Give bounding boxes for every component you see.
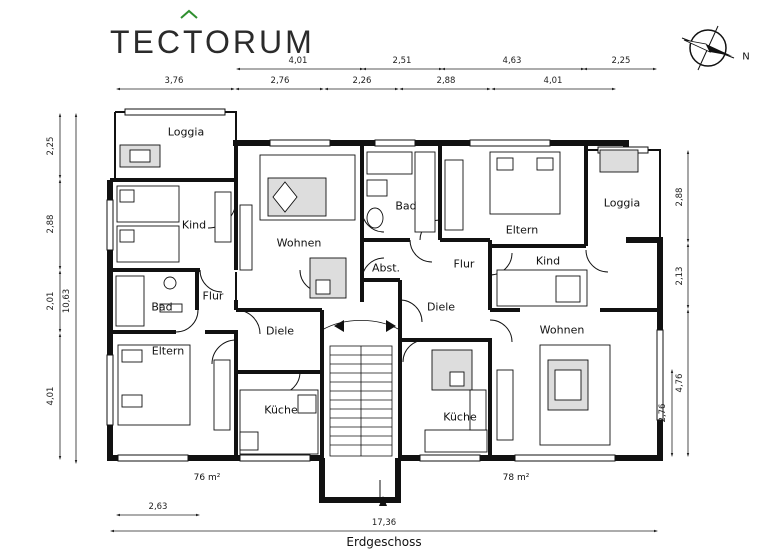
brand-logo: TECTORUM bbox=[110, 24, 315, 60]
room-diele-right: Diele bbox=[426, 300, 456, 314]
room-wohnen-left: Wohnen bbox=[276, 236, 322, 250]
room-kind-left: Kind bbox=[181, 218, 207, 232]
room-kueche-right: Küche bbox=[443, 410, 477, 424]
compass-north-label: N bbox=[742, 51, 750, 63]
dim-left-3: 2,01 bbox=[46, 291, 56, 311]
dim-bottom-small: 2,63 bbox=[148, 502, 168, 512]
dim-right-2: 2,13 bbox=[675, 266, 685, 286]
room-kueche-left: Küche bbox=[264, 403, 298, 417]
logo-roof-icon bbox=[180, 9, 198, 19]
dim-top2-3: 2,26 bbox=[352, 76, 372, 86]
dim-left-1: 2,25 bbox=[46, 136, 56, 156]
room-diele-left: Diele bbox=[265, 324, 295, 338]
room-bad-left: Bad bbox=[151, 300, 173, 314]
dim-right-3: 4,76 bbox=[675, 373, 685, 393]
dim-top2-5: 4,01 bbox=[543, 76, 563, 86]
dim-top2-1: 3,76 bbox=[164, 76, 184, 86]
room-flur-right: Flur bbox=[453, 257, 475, 271]
dim-left-total: 10,63 bbox=[62, 288, 72, 314]
dim-top1-3: 4,63 bbox=[502, 56, 522, 66]
staircase bbox=[321, 319, 401, 457]
area-left: 76 m² bbox=[193, 473, 221, 483]
furniture-left bbox=[115, 144, 356, 455]
entrance-arrows bbox=[334, 320, 396, 506]
dim-left-4: 4,01 bbox=[46, 386, 56, 406]
dim-bottom-total: 17,36 bbox=[371, 518, 397, 528]
room-eltern-right: Eltern bbox=[505, 223, 539, 237]
area-right: 78 m² bbox=[502, 473, 530, 483]
room-loggia-right: Loggia bbox=[603, 196, 641, 210]
room-eltern-left: Eltern bbox=[151, 344, 185, 358]
dimension-lines bbox=[58, 67, 690, 533]
dim-top2-4: 2,88 bbox=[436, 76, 456, 86]
room-kind-right: Kind bbox=[535, 254, 561, 268]
dim-top1-1: 4,01 bbox=[288, 56, 308, 66]
room-flur-left: Flur bbox=[202, 289, 224, 303]
room-loggia-left: Loggia bbox=[167, 125, 205, 139]
dim-left-2: 2,88 bbox=[46, 214, 56, 234]
dim-top1-2: 2,51 bbox=[392, 56, 412, 66]
dim-right-4: 2,76 bbox=[658, 403, 668, 423]
furniture-right bbox=[366, 149, 639, 453]
room-wohnen-right: Wohnen bbox=[539, 323, 585, 337]
dim-top1-4: 2,25 bbox=[611, 56, 631, 66]
dim-top2-2: 2,76 bbox=[270, 76, 290, 86]
floor-caption: Erdgeschoss bbox=[346, 535, 422, 549]
dim-right-1: 2,88 bbox=[675, 187, 685, 207]
room-bad-right: Bad bbox=[395, 199, 417, 213]
compass-icon bbox=[681, 25, 735, 71]
room-abst: Abst. bbox=[371, 261, 401, 275]
